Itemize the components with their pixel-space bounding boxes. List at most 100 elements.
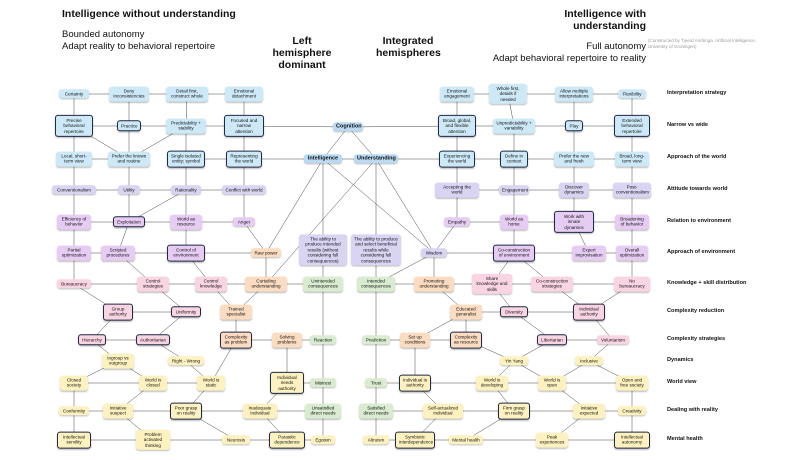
- connection-line: [265, 158, 324, 254]
- concept-node-l-hier: Hierarchy: [78, 334, 106, 346]
- row-label: Knowledge + skill distribution: [667, 280, 747, 286]
- concept-node-r-altruism: Altruism: [363, 435, 389, 445]
- concept-node-r-nobureau: No bureaucracy: [614, 276, 650, 292]
- connection-line: [347, 126, 377, 160]
- concept-node-r-wisdom: Wisdom: [421, 248, 447, 258]
- concept-node-l-repres: Representing the world: [226, 150, 262, 168]
- concept-node-l-utility: Utility: [118, 185, 140, 195]
- concept-node-r-yinyang: Yin Yang: [500, 356, 528, 366]
- concept-node-l-resource: World as resource: [170, 214, 202, 230]
- concept-node-l-reaction: Reaction: [310, 335, 336, 345]
- concept-node-l-solving: Solving problems: [272, 332, 302, 348]
- concept-node-l-control: Control of environment: [167, 244, 205, 262]
- concept-node-l-curtail: Curtailing understanding: [245, 276, 287, 292]
- concept-node-r-unpred: Unpredictability + variability: [493, 118, 535, 134]
- row-label: Complexity reduction: [667, 308, 725, 314]
- connection-line: [322, 126, 349, 160]
- concept-node-l-egoism: Egoism: [311, 435, 335, 445]
- row-label: Approach of the world: [667, 154, 727, 160]
- concept-node-l-trained: Trained specialist: [220, 304, 252, 320]
- concept-node-r-open: World is open: [538, 375, 566, 391]
- concept-node-m-ability-r: The ability to produce and select benefi…: [351, 234, 401, 266]
- concept-node-l-unint: Unintended consequences: [303, 276, 343, 292]
- concept-node-r-symbiotic: Symbiotic interdependence: [395, 431, 435, 449]
- concept-node-l-problem: Problem activated thinking: [136, 429, 170, 451]
- concept-node-r-allow: Allow multiple interpretations: [555, 86, 593, 102]
- concept-node-l-inadeq: Inadequate individual: [243, 403, 277, 419]
- right-subtitle-1: Full autonomy: [586, 41, 646, 52]
- concept-node-l-effic: Efficiency of behavior: [57, 214, 91, 230]
- concept-node-r-developing: World is developing: [476, 375, 508, 391]
- concept-node-r-postconv: Post-conventionalism: [613, 182, 651, 198]
- concept-node-r-promoting: Promoting understanding: [414, 276, 454, 292]
- concept-node-l-prefer: Prefer the known and routine: [108, 151, 150, 167]
- left-hemisphere-label: Left hemisphere dominant: [272, 35, 332, 71]
- concept-node-l-local: Local, short-term view: [56, 151, 92, 167]
- concept-node-r-extended: Extended behavioral repertoire: [614, 114, 650, 138]
- concept-node-l-conflict: Conflict with world: [222, 185, 266, 195]
- concept-node-l-certainty: Certainty: [59, 89, 89, 99]
- credit-note: (Constructed by Tjeerd Andringa, Artific…: [648, 38, 756, 49]
- row-label: Mental health: [667, 436, 703, 442]
- concept-node-l-exploit: Exploitation: [113, 216, 145, 228]
- concept-node-r-voluntarism: Voluntarism: [597, 335, 629, 345]
- concept-node-l-parasitic: Parasitic dependence: [269, 431, 305, 449]
- concept-node-r-broad: Broad, global, and flexible attention: [438, 114, 476, 138]
- concept-node-l-wstatic: World is static: [197, 375, 225, 391]
- concept-node-r-defined: Define in context: [500, 150, 528, 168]
- concept-node-r-accept: Accepting the world: [435, 182, 479, 198]
- concept-node-r-coconst: Co-construction of environment: [493, 244, 535, 262]
- concept-node-intelligence: Intelligence: [304, 154, 342, 164]
- concept-node-l-anger: Anger: [233, 217, 255, 227]
- concept-node-r-home: World as home: [500, 214, 528, 230]
- concept-node-l-author: Authoritarian: [136, 334, 170, 346]
- concept-node-l-cstrat: Control strategies: [137, 276, 169, 292]
- concept-node-r-prediction: Prediction: [362, 335, 390, 345]
- concept-node-l-rational: Rationality: [171, 185, 201, 195]
- concept-node-r-experience: Experiencing the world: [439, 150, 475, 168]
- concept-node-l-bureau: Bureaucracy: [57, 279, 91, 289]
- concept-node-l-emotional: Emotional detachment: [225, 86, 263, 102]
- concept-node-r-expert: Expert improvisation: [572, 245, 606, 261]
- concept-node-l-precise: Precise behavioral repertoire: [55, 114, 93, 138]
- row-label: World view: [667, 379, 697, 385]
- concept-node-l-conform: Conformity: [59, 406, 89, 416]
- concept-node-l-single: Single isolated entity; symbol: [167, 150, 205, 168]
- concept-node-l-group: Group authority: [103, 303, 133, 321]
- concept-node-r-firmgrasp: Firm grasp on reality: [498, 402, 530, 420]
- concept-node-r-broaden: Broadening of behavior: [615, 214, 649, 230]
- connection-line: [322, 158, 435, 254]
- right-title: Intelligence with understanding: [564, 8, 646, 32]
- concept-node-r-engage: Engagement: [499, 185, 529, 195]
- concept-node-r-costrat: Co-construction strategies: [531, 276, 573, 292]
- concept-node-l-scripted: Scripted procedures: [101, 245, 135, 261]
- concept-node-r-educated: Educated generalist: [450, 304, 482, 320]
- concept-node-l-practice: Practice: [117, 120, 141, 132]
- concept-node-l-predict: Predictability + stability: [166, 118, 206, 134]
- concept-node-r-discover: Discover dynamics: [559, 182, 589, 198]
- concept-node-r-flex: Flexibility: [618, 89, 646, 99]
- concept-node-r-intended: Intended consequences: [357, 276, 395, 292]
- left-subtitle-2: Adapt reality to behavioral repertoire: [62, 41, 216, 52]
- concept-node-r-indisauth: Individual is authority: [399, 374, 431, 392]
- concept-node-r-selfact: Self-actualized individual: [423, 403, 463, 419]
- row-label: Approach of environment: [667, 249, 736, 255]
- concept-node-r-intauto: Intellectual autonomy: [614, 431, 650, 449]
- concept-node-r-prefnew: Prefer the new and fresh: [554, 151, 594, 167]
- concept-node-l-rightwrong: Right - Wrong: [168, 356, 204, 366]
- concept-node-l-mistrust: Mistrust: [310, 378, 336, 388]
- row-label: Narrow vs wide: [667, 122, 709, 128]
- row-label: Dealing with reality: [667, 407, 718, 413]
- concept-node-r-cresource: Complexity as resource: [450, 331, 482, 349]
- concept-node-r-play: Play: [565, 120, 583, 132]
- row-label: Interpretation strategy: [667, 90, 727, 96]
- concept-node-r-broadlong: Broad, long-term view: [615, 151, 649, 167]
- concept-node-l-neurosis: Neurosis: [222, 435, 250, 445]
- left-subtitle-1: Bounded autonomy: [62, 29, 145, 40]
- concept-node-l-conv: Conventionalism: [52, 185, 96, 195]
- concept-node-m-ability-l: The ability to produce intended results …: [299, 234, 347, 266]
- concept-node-r-overall: Overall optimization: [616, 245, 648, 261]
- concept-node-r-innate: Work with innate dynamics: [554, 210, 594, 234]
- concept-node-r-initexp: Initiative expected: [573, 403, 605, 419]
- concept-node-r-emoteng: Emotional engagement: [440, 86, 474, 102]
